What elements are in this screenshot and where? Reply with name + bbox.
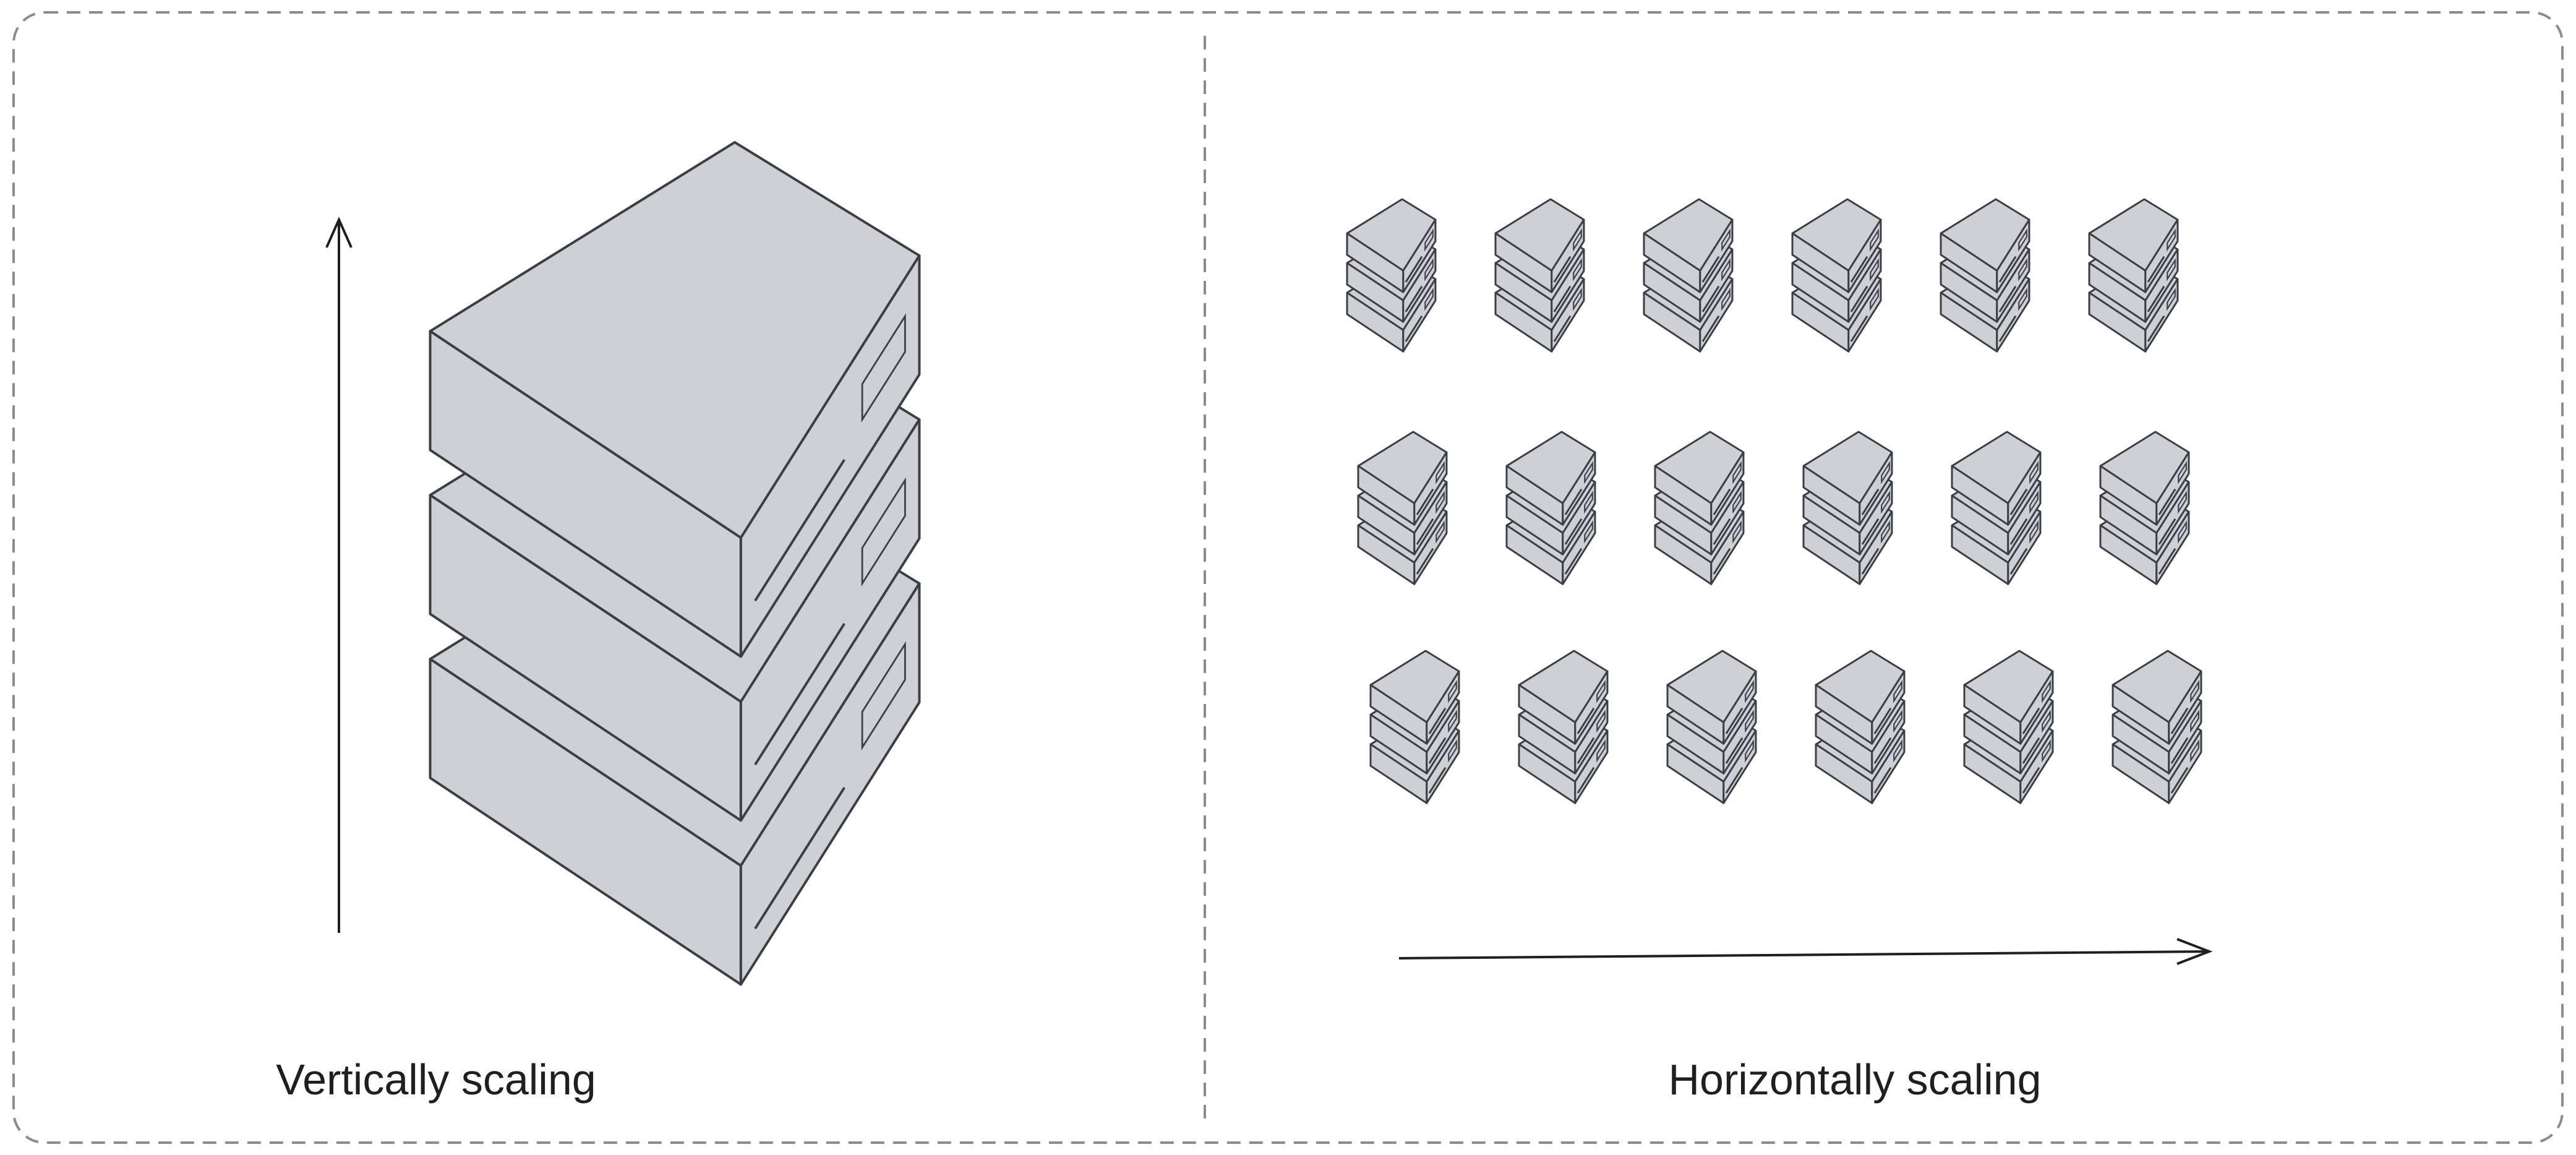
vertical-scaling-caption: Vertically scaling: [276, 1055, 596, 1104]
server-unit: [1791, 198, 1882, 293]
server-unit: [1666, 650, 1757, 745]
server-stack: [1951, 431, 2042, 585]
server-stack: [1518, 650, 1609, 804]
server-stack: [1802, 431, 1893, 585]
large-server-stack: [429, 141, 921, 986]
server-stack: [2088, 198, 2179, 353]
server-stack: [1494, 198, 1585, 353]
server-unit: [1346, 198, 1437, 293]
vertical-arrow: [325, 217, 353, 933]
server-unit: [1643, 198, 1734, 293]
server-stack: [1346, 198, 1437, 353]
server-unit: [1940, 198, 2030, 293]
server-unit: [2112, 650, 2202, 745]
server-unit: [1494, 198, 1585, 293]
server-unit: [2099, 431, 2190, 526]
server-unit: [1369, 650, 1460, 745]
server-unit: [1951, 431, 2042, 526]
server-stack: [1357, 431, 1448, 585]
server-stack: [1666, 650, 1757, 804]
horizontal-scaling-caption: Horizontally scaling: [1668, 1055, 2042, 1104]
outer-dashed-border: [12, 11, 2564, 1144]
server-farm: [1346, 198, 2202, 804]
server-unit: [429, 141, 921, 658]
server-unit: [1505, 431, 1596, 526]
server-stack: [2099, 431, 2190, 585]
horizontal-arrow: [1398, 938, 2213, 965]
server-stack: [1963, 650, 2054, 804]
server-unit: [1357, 431, 1448, 526]
server-stack: [1791, 198, 1882, 353]
server-stack: [1643, 198, 1734, 353]
server-stack: [1505, 431, 1596, 585]
server-unit: [1802, 431, 1893, 526]
server-stack: [1654, 431, 1745, 585]
server-stack: [1369, 650, 1460, 804]
server-stack: [1940, 198, 2030, 353]
server-stack: [1815, 650, 1906, 804]
server-unit: [2088, 198, 2179, 293]
server-unit: [1963, 650, 2054, 745]
server-unit: [1518, 650, 1609, 745]
server-unit: [1815, 650, 1906, 745]
server-unit: [1654, 431, 1745, 526]
server-stack: [2112, 650, 2202, 804]
